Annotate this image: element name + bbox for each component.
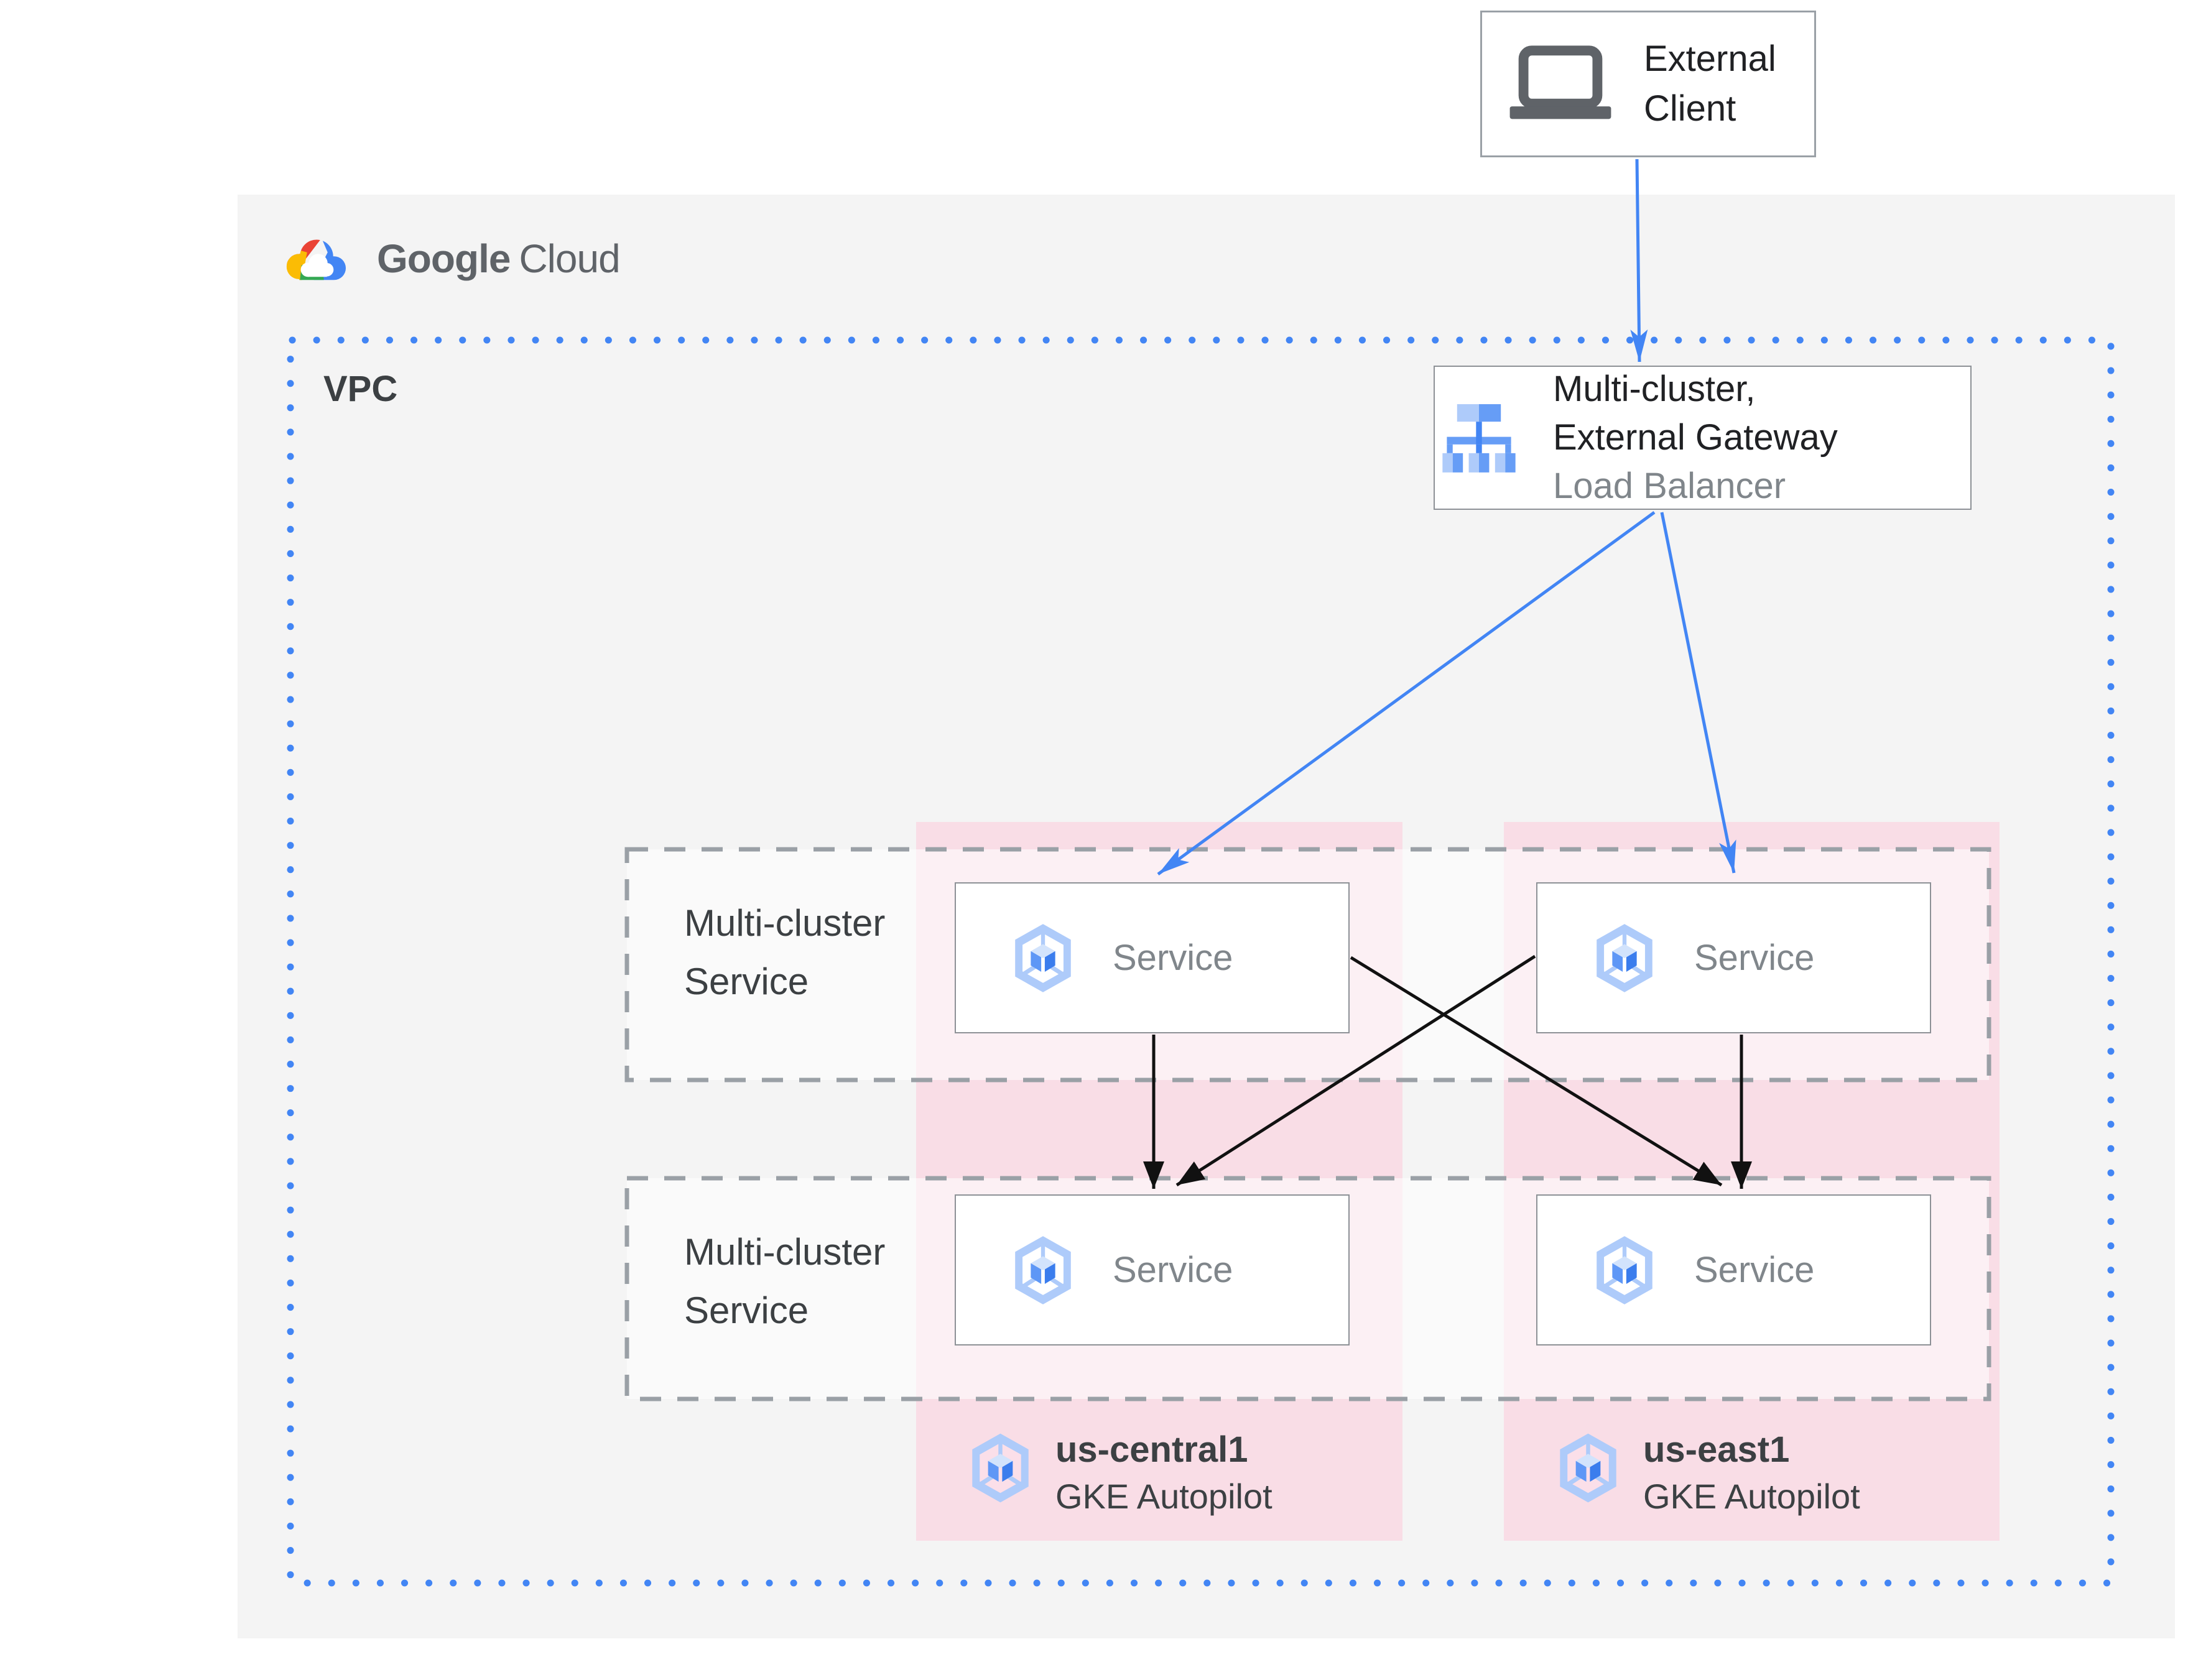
row-2-label-line1: Multi-cluster [684, 1231, 886, 1273]
cluster-platform: GKE Autopilot [1055, 1477, 1272, 1516]
cluster-region: us-central1 [1055, 1429, 1248, 1470]
multi-cluster-service-row-2-label: Multi-cluster Service [684, 1223, 885, 1340]
service-node-top-left: Service [955, 882, 1350, 1033]
row-1-label-line2: Service [684, 961, 809, 1002]
cluster-region: us-east1 [1643, 1429, 1790, 1470]
logo-word-cloud: Cloud [519, 236, 620, 281]
gateway-load-balancer-node: Multi-cluster, External Gateway Load Bal… [1434, 366, 1972, 510]
gke-service-icon [1015, 923, 1071, 992]
gke-icon [972, 1433, 1029, 1503]
row-1-label-line1: Multi-cluster [684, 902, 886, 944]
external-client-label-line1: External [1644, 39, 1776, 79]
external-client-label: External Client [1644, 34, 1776, 134]
cluster-platform: GKE Autopilot [1643, 1477, 1860, 1516]
gke-service-icon [1015, 1235, 1071, 1304]
service-node-top-right: Service [1536, 882, 1931, 1033]
service-label: Service [1694, 1250, 1815, 1290]
service-label: Service [1694, 938, 1815, 978]
gke-service-icon [1597, 1235, 1652, 1304]
laptop-icon [1509, 45, 1611, 119]
row-2-label-line2: Service [684, 1290, 809, 1331]
gke-icon [1560, 1433, 1616, 1503]
service-node-bottom-right: Service [1536, 1194, 1931, 1345]
google-cloud-logo-icon [286, 239, 346, 280]
service-label: Service [1113, 938, 1233, 978]
gke-service-icon [1597, 923, 1652, 992]
gateway-subtitle: Load Balancer [1553, 466, 1786, 506]
service-node-bottom-left: Service [955, 1194, 1350, 1345]
cluster-label-us-east1: us-east1 GKE Autopilot [1555, 1428, 1860, 1521]
gateway-label: Multi-cluster, External Gateway Load Bal… [1553, 365, 1838, 510]
logo-word-google: Google [377, 236, 511, 281]
vpc-label: VPC [323, 369, 398, 409]
cluster-label-us-central1: us-central1 GKE Autopilot [968, 1428, 1272, 1521]
multi-cluster-service-row-1-label: Multi-cluster Service [684, 894, 885, 1011]
gateway-title-line2: External Gateway [1553, 417, 1838, 458]
gateway-title-line1: Multi-cluster, [1553, 369, 1756, 409]
external-client-label-line2: Client [1644, 88, 1736, 129]
load-balancer-icon [1442, 404, 1516, 473]
external-client-node: External Client [1480, 11, 1816, 157]
service-label: Service [1113, 1250, 1233, 1290]
